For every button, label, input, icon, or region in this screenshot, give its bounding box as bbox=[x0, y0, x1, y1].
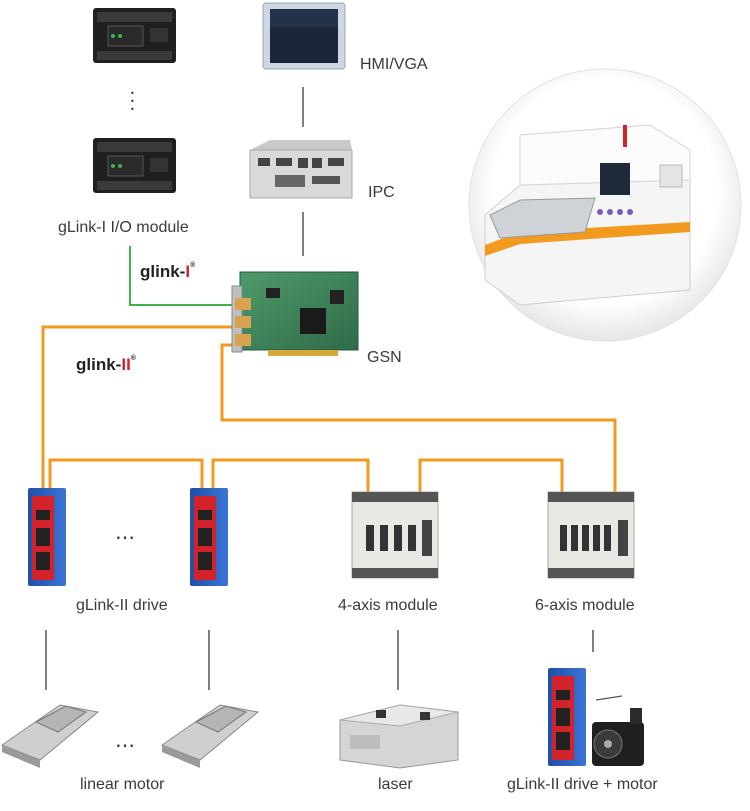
label-linear-motor: linear motor bbox=[80, 776, 165, 793]
label-ipc: IPC bbox=[368, 184, 395, 201]
linear-motor-1 bbox=[0, 704, 100, 768]
label-drive: gLink-II drive bbox=[76, 597, 168, 614]
glink1-logo: glink-I® bbox=[140, 262, 195, 282]
glink2-logo-numeral: II bbox=[121, 355, 131, 374]
glink1-bus-line bbox=[129, 246, 240, 306]
glink2-drive-2 bbox=[190, 488, 228, 586]
label-io-module: gLink-I I/O module bbox=[58, 219, 189, 236]
glink2-bus-line-left bbox=[41, 325, 240, 490]
glink2-drive-axis4-link bbox=[211, 458, 370, 492]
label-laser: laser bbox=[378, 776, 413, 793]
drive-with-motor bbox=[548, 668, 644, 766]
io-module-bottom bbox=[93, 138, 176, 193]
glink2-axis4-axis6-link bbox=[418, 458, 564, 492]
glink1-logo-numeral: I bbox=[185, 262, 191, 281]
label-hmi: HMI/VGA bbox=[360, 56, 428, 73]
axis6-module bbox=[547, 491, 635, 579]
ipc-box bbox=[249, 140, 353, 199]
machine-image bbox=[468, 68, 742, 342]
glink2-logo: glink-II® bbox=[76, 355, 136, 375]
laser-device bbox=[339, 704, 459, 769]
glink2-logo-text: glink- bbox=[76, 355, 122, 374]
label-axis4: 4-axis module bbox=[338, 597, 438, 614]
gsn-card bbox=[231, 271, 359, 356]
glink1-registered-mark: ® bbox=[190, 262, 196, 269]
glink2-bus-line-right bbox=[220, 343, 617, 492]
hmi-monitor bbox=[262, 2, 346, 70]
axis4-module bbox=[351, 491, 439, 579]
glink2-drive-link bbox=[48, 458, 204, 490]
io-module-top bbox=[93, 8, 176, 63]
glink2-drive-1 bbox=[28, 488, 66, 586]
label-drive-motor: gLink-II drive + motor bbox=[507, 776, 658, 793]
io-module-vertical-ellipsis: ••• bbox=[130, 89, 135, 114]
linear-motor-2 bbox=[160, 704, 260, 768]
label-gsn: GSN bbox=[367, 349, 402, 366]
motors-ellipsis: … bbox=[115, 728, 137, 752]
glink1-logo-text: glink- bbox=[140, 262, 186, 281]
glink2-registered-mark: ® bbox=[130, 355, 136, 362]
drives-ellipsis: … bbox=[115, 520, 137, 544]
label-axis6: 6-axis module bbox=[535, 597, 635, 614]
